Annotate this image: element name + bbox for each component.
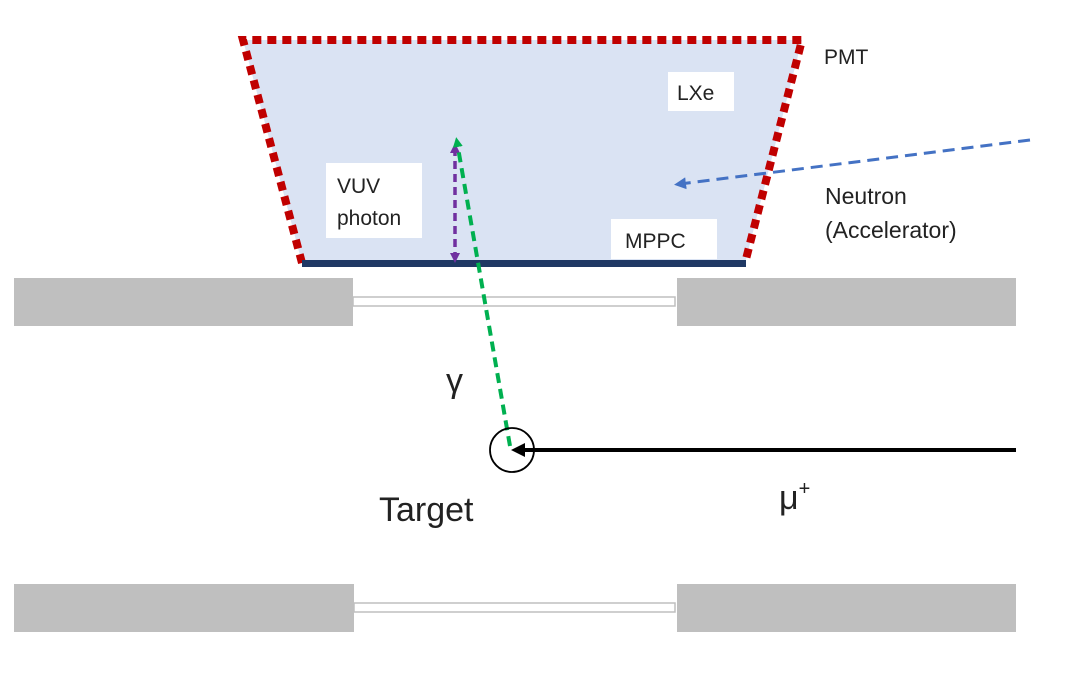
vuv-label-box (326, 163, 422, 238)
beam-pipe-lower-left (14, 584, 354, 632)
beam-pipe-lower-right (677, 584, 1016, 632)
gamma-ray-arrow (452, 137, 512, 447)
pmt-outline (237, 36, 808, 265)
beam-pipe-lower-window (353, 602, 676, 613)
vuv-label-line2: photon (337, 207, 401, 230)
gamma-label: γ (446, 362, 463, 400)
pmt-label: PMT (824, 46, 869, 69)
muon-charge: + (799, 478, 811, 500)
vuv-label-line1: VUV (337, 175, 380, 198)
beam-pipe-upper-left (14, 278, 353, 326)
neutron-label-line1: Neutron (825, 183, 907, 209)
beam-pipe-upper-window (352, 296, 676, 307)
lxe-label-box (668, 72, 734, 111)
neutron-arrow (674, 138, 1031, 190)
target-label: Target (379, 491, 474, 529)
lxe-label: LXe (677, 82, 714, 105)
mppc-label: MPPC (625, 230, 686, 253)
beam-pipe-upper-right (677, 278, 1016, 326)
muon-label: μ+ (779, 478, 810, 517)
muon-symbol: μ (779, 479, 799, 517)
mppc-bar (302, 260, 746, 267)
neutron-label-line2: (Accelerator) (825, 217, 957, 243)
mppc-label-box (611, 219, 717, 259)
